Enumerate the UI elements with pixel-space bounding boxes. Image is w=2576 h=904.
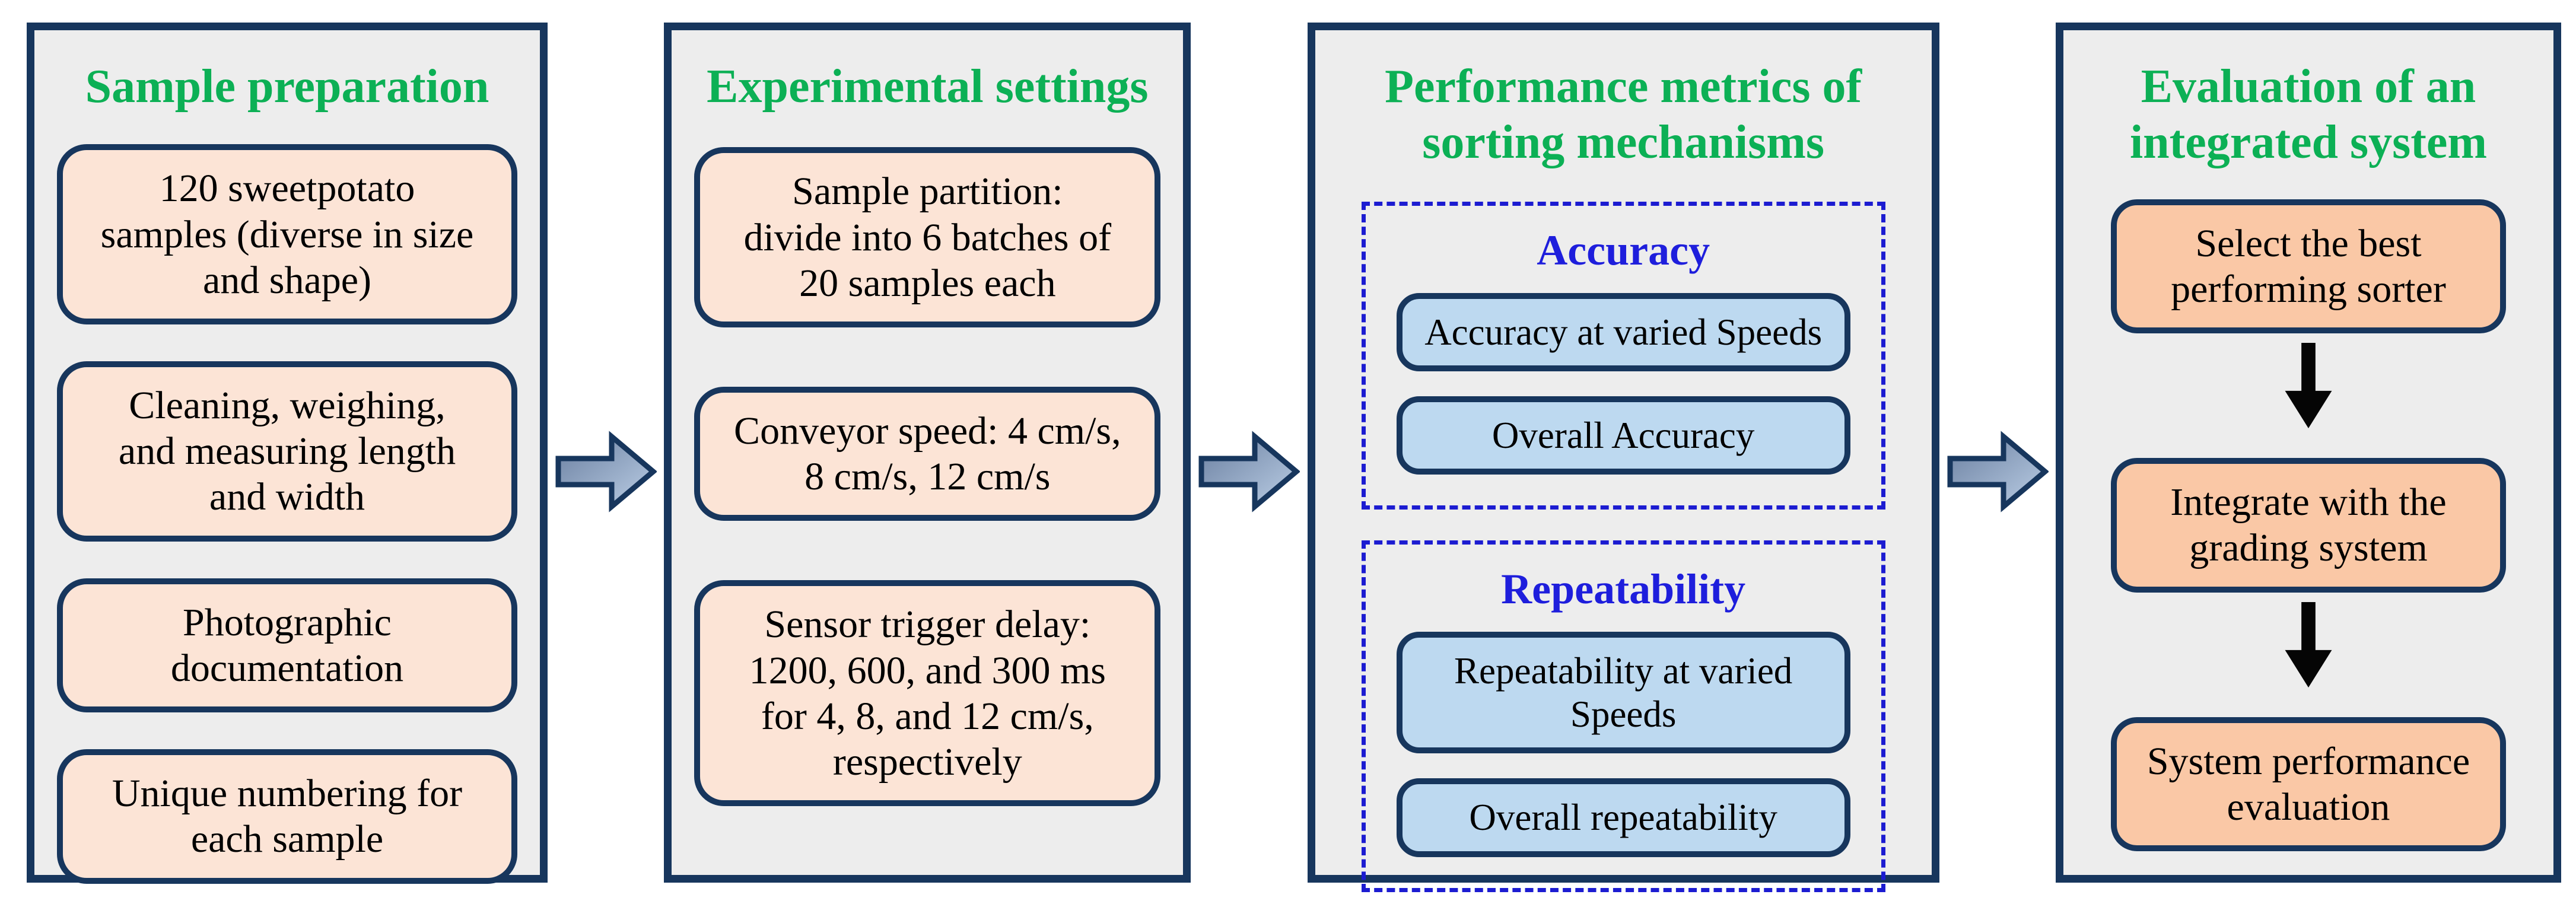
panel-title-experimental-settings: Experimental settings	[707, 61, 1149, 113]
step-select-best-sorter: Select the best performing sorter	[2110, 199, 2506, 334]
down-arrow-1	[2086, 342, 2531, 429]
step-system-performance-evaluation-text: System performance evaluation	[2146, 739, 2470, 829]
metric-overall-accuracy: Overall Accuracy	[1396, 396, 1850, 475]
step-select-best-sorter-text: Select the best performing sorter	[2171, 221, 2446, 311]
right-arrow-icon	[1198, 431, 1300, 513]
step-photographic-documentation-text: Photographic documentation	[170, 600, 404, 690]
step-system-performance-evaluation: System performance evaluation	[2110, 717, 2506, 852]
step-sample-partition-text: Sample partition: divide into 6 batches …	[743, 170, 1112, 305]
step-conveyor-speed: Conveyor speed: 4 cm/s, 8 cm/s, 12 cm/s	[694, 387, 1161, 521]
step-conveyor-speed-text: Conveyor speed: 4 cm/s, 8 cm/s, 12 cm/s	[734, 409, 1121, 499]
down-arrow-icon	[2285, 343, 2332, 429]
repeatability-group-label: Repeatability	[1501, 565, 1746, 613]
step-cleaning-weighing-text: Cleaning, weighing, and measuring length…	[118, 384, 456, 519]
right-arrow-icon	[1947, 431, 2049, 513]
step-unique-numbering-text: Unique numbering for each sample	[112, 772, 463, 861]
flow-arrow-3	[1939, 23, 2056, 883]
step-integrate-grading-system: Integrate with the grading system	[2110, 458, 2506, 593]
panel-title-performance-metrics: Performance metrics of sorting mechanism…	[1385, 61, 1862, 169]
flowchart-row: Sample preparation 120 sweetpotato sampl…	[27, 23, 2561, 892]
right-arrow-icon	[555, 431, 657, 513]
metric-repeatability-varied-speeds-text: Repeatability at varied Speeds	[1454, 650, 1793, 735]
metric-accuracy-varied-speeds-text: Accuracy at varied Speeds	[1424, 311, 1823, 353]
panel-integrated-system-evaluation: Evaluation of an integrated system Selec…	[2055, 23, 2561, 883]
step-cleaning-weighing: Cleaning, weighing, and measuring length…	[57, 361, 517, 542]
step-samples: 120 sweetpotato samples (diverse in size…	[57, 144, 517, 325]
panel-sample-preparation: Sample preparation 120 sweetpotato sampl…	[27, 23, 548, 884]
step-samples-text: 120 sweetpotato samples (diverse in size…	[100, 167, 474, 302]
step-photographic-documentation: Photographic documentation	[57, 578, 517, 713]
repeatability-group: Repeatability Repeatability at varied Sp…	[1361, 540, 1885, 892]
metric-overall-repeatability: Overall repeatability	[1396, 778, 1850, 857]
step-unique-numbering: Unique numbering for each sample	[57, 749, 517, 884]
panel-performance-metrics: Performance metrics of sorting mechanism…	[1307, 23, 1939, 892]
accuracy-group: Accuracy Accuracy at varied Speeds Overa…	[1361, 201, 1885, 510]
step-sample-partition: Sample partition: divide into 6 batches …	[694, 147, 1161, 328]
metric-accuracy-varied-speeds: Accuracy at varied Speeds	[1396, 292, 1850, 372]
down-arrow-icon	[2285, 601, 2332, 687]
step-sensor-trigger-delay-text: Sensor trigger delay: 1200, 600, and 300…	[749, 603, 1106, 784]
panel-title-integrated-system: Evaluation of an integrated system	[2129, 61, 2488, 169]
step-integrate-grading-system-text: Integrate with the grading system	[2170, 480, 2447, 570]
flow-arrow-2	[1191, 23, 1307, 883]
metric-overall-repeatability-text: Overall repeatability	[1469, 797, 1777, 839]
accuracy-group-label: Accuracy	[1537, 226, 1710, 274]
down-arrow-2	[2086, 601, 2531, 689]
step-sensor-trigger-delay: Sensor trigger delay: 1200, 600, and 300…	[694, 580, 1161, 807]
metric-overall-accuracy-text: Overall Accuracy	[1491, 415, 1755, 457]
panel-title-sample-preparation: Sample preparation	[85, 61, 489, 113]
metric-repeatability-varied-speeds: Repeatability at varied Speeds	[1396, 632, 1850, 754]
flow-arrow-1	[548, 23, 664, 883]
panel-experimental-settings: Experimental settings Sample partition: …	[664, 23, 1191, 883]
